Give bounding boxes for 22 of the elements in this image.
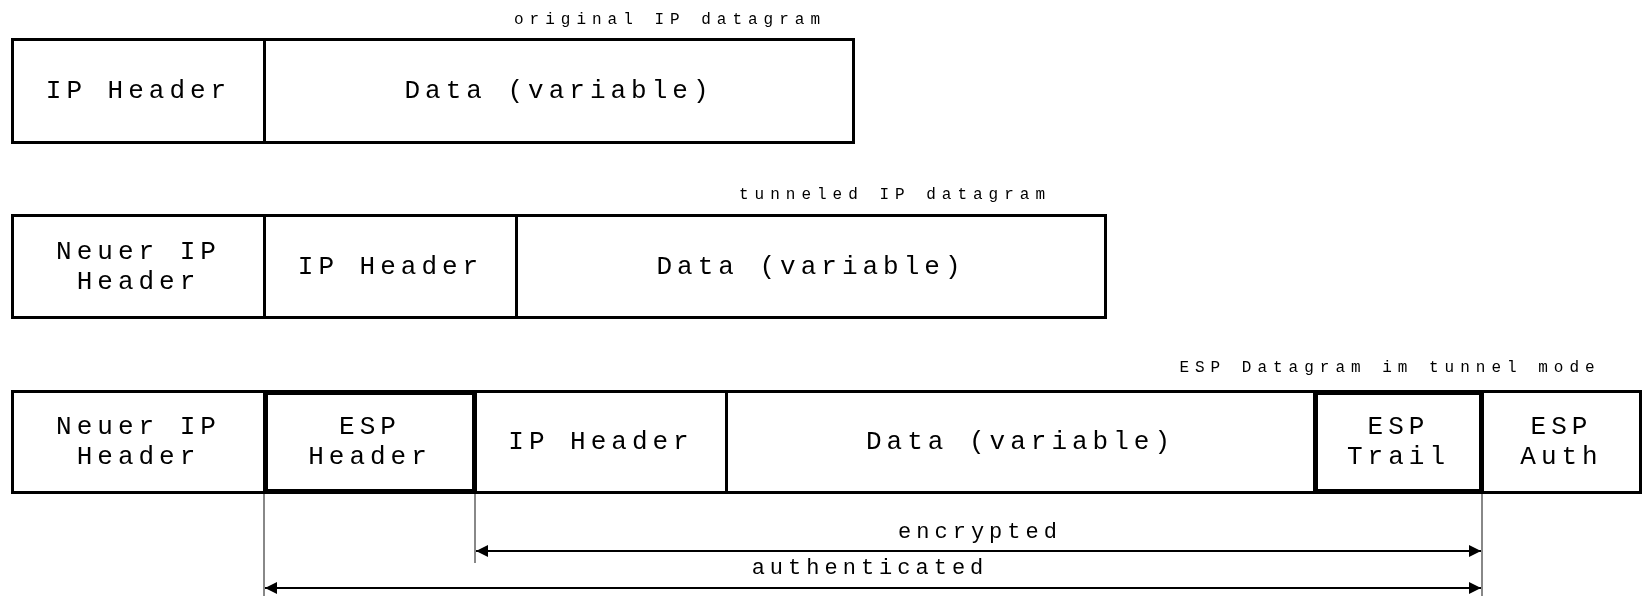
packet-field: [1481, 390, 1642, 494]
packet-field: [725, 390, 1316, 494]
packet-field: [1313, 390, 1484, 494]
packet-field: [474, 390, 728, 494]
field-label: IP Header: [45, 76, 232, 106]
field-label: ESP Header: [307, 412, 433, 472]
packet-field: [515, 214, 1107, 319]
field-label: Neuer IP Header: [55, 412, 222, 472]
packet-field: [263, 390, 477, 494]
packet-field: [263, 214, 518, 319]
field-label: ESP Trail: [1346, 412, 1451, 472]
field-label: Neuer IP Header: [55, 236, 222, 297]
packet-field: [11, 390, 266, 494]
field-label: IP Header: [297, 251, 484, 282]
packet-field: [11, 38, 266, 144]
field-label: IP Header: [508, 427, 694, 457]
field-label: ESP Auth: [1519, 412, 1604, 472]
field-label: Data (variable): [865, 427, 1175, 457]
field-label: Data (variable): [404, 76, 714, 106]
packet-field: [11, 214, 266, 319]
packet-field: [263, 38, 855, 144]
field-label: Data (variable): [656, 251, 966, 282]
